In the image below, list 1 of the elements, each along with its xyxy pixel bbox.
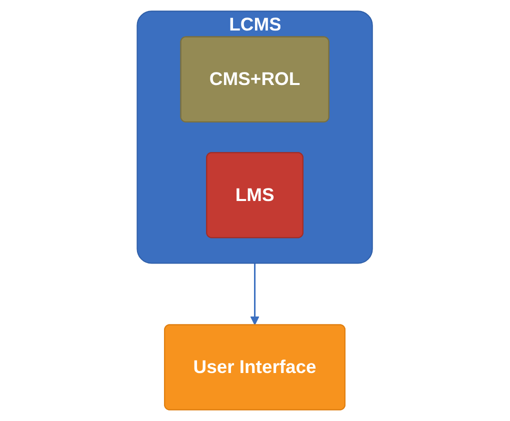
arrow [250, 263, 260, 326]
